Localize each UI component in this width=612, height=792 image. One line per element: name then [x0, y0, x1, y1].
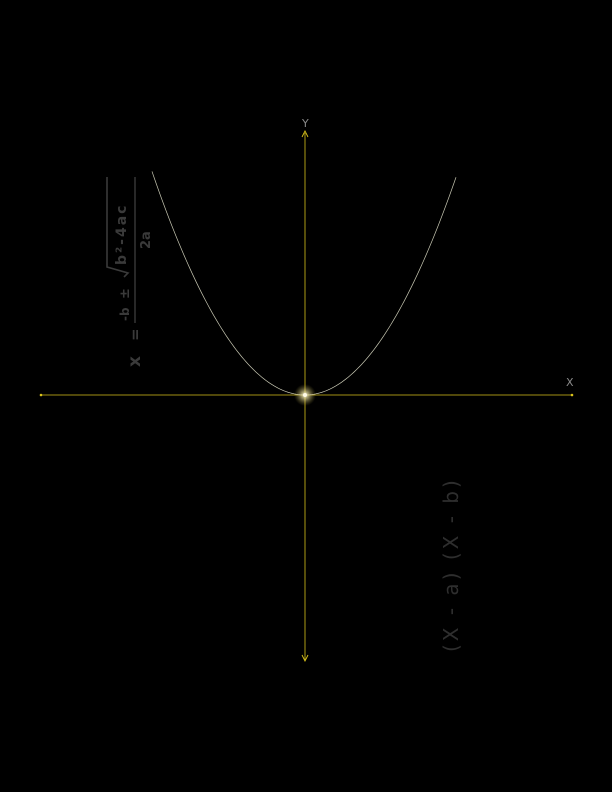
radical-sign-icon [106, 177, 130, 278]
vertex-point [303, 393, 307, 397]
formula-equals: = [126, 328, 144, 341]
x-axis-right-endpoint [570, 393, 574, 397]
formula-minus-b: -b [118, 307, 132, 321]
formula-radicand: b²-4ac [114, 204, 130, 265]
x-axis-left-endpoint [39, 393, 43, 397]
y-axis-label: Y [301, 117, 309, 130]
formula-lhs: x [125, 356, 145, 367]
y-axis-bottom-arrow [301, 654, 309, 663]
formula-plus-minus: ± [118, 288, 133, 299]
x-axis-label: X [566, 376, 574, 389]
factored-form-group: (X - a) (X - b) [439, 477, 463, 652]
y-axis-top-arrow [301, 129, 309, 138]
factored-form: (X - a) (X - b) [439, 477, 463, 652]
formula-denominator: 2a [139, 231, 154, 249]
parabola-curve [151, 171, 457, 396]
quadratic-formula: x = -b ± b²-4ac 2a [106, 177, 154, 367]
